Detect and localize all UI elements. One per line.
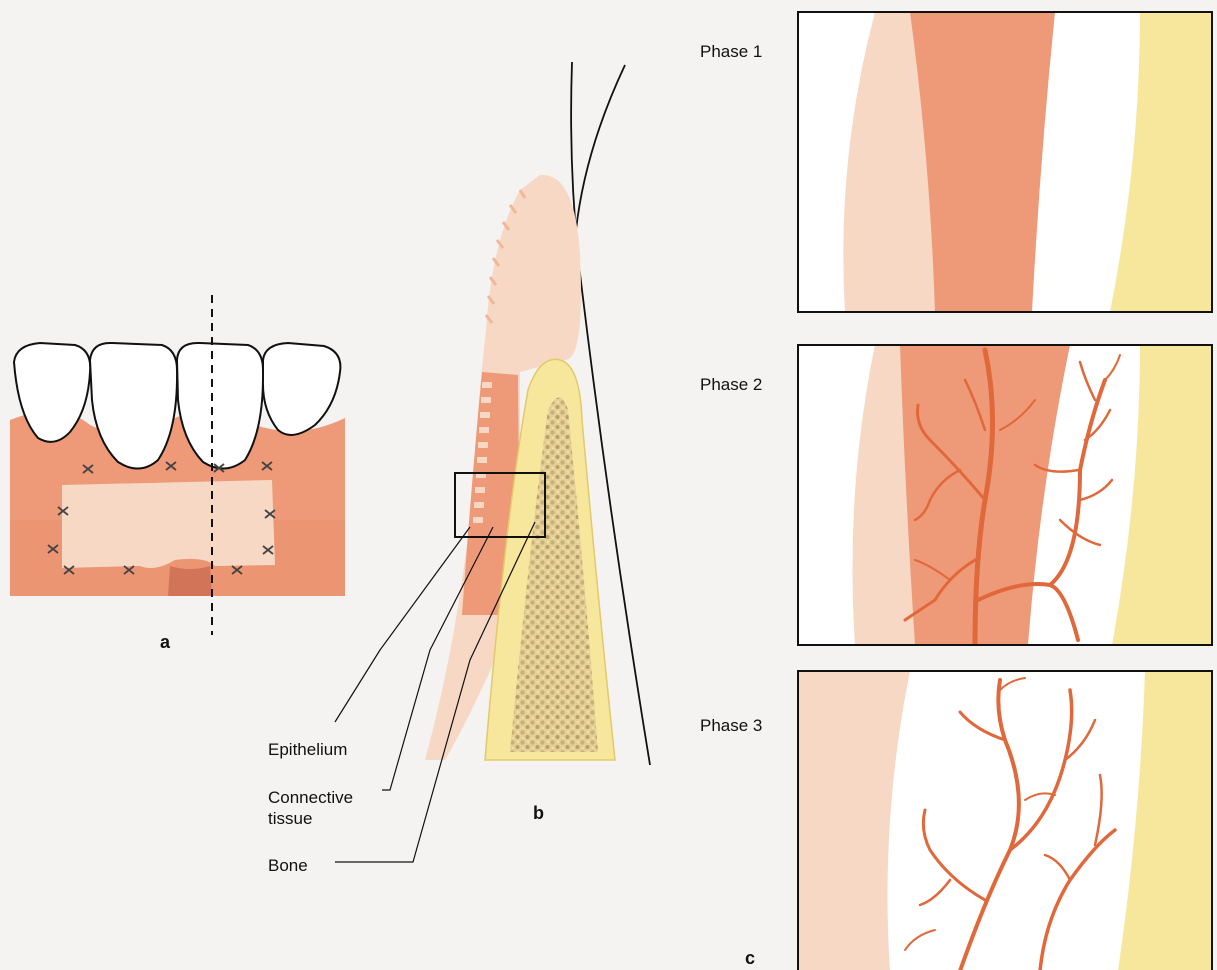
panel-a-graft-frontal-view [10,295,345,635]
panel-label-a: a [160,632,170,653]
label-epithelium: Epithelium [268,740,347,760]
graft-shadow [168,566,212,596]
tooth-crown-4 [263,343,340,435]
label-phase-1: Phase 1 [700,42,762,62]
phase-1-box [798,12,1215,312]
phase-2-box [798,345,1215,645]
panel-b-cross-section [335,62,650,862]
phase-3-box [798,671,1215,970]
panel-label-b: b [533,803,544,824]
label-connective-line1: Connective [268,788,353,808]
label-bone: Bone [268,856,308,876]
tooth-outline-right [576,65,625,230]
label-phase-3: Phase 3 [700,716,762,736]
label-phase-2: Phase 2 [700,375,762,395]
label-connective-line2: tissue [268,809,312,829]
panel-label-c: c [745,948,755,969]
graft-tissue [62,480,275,568]
